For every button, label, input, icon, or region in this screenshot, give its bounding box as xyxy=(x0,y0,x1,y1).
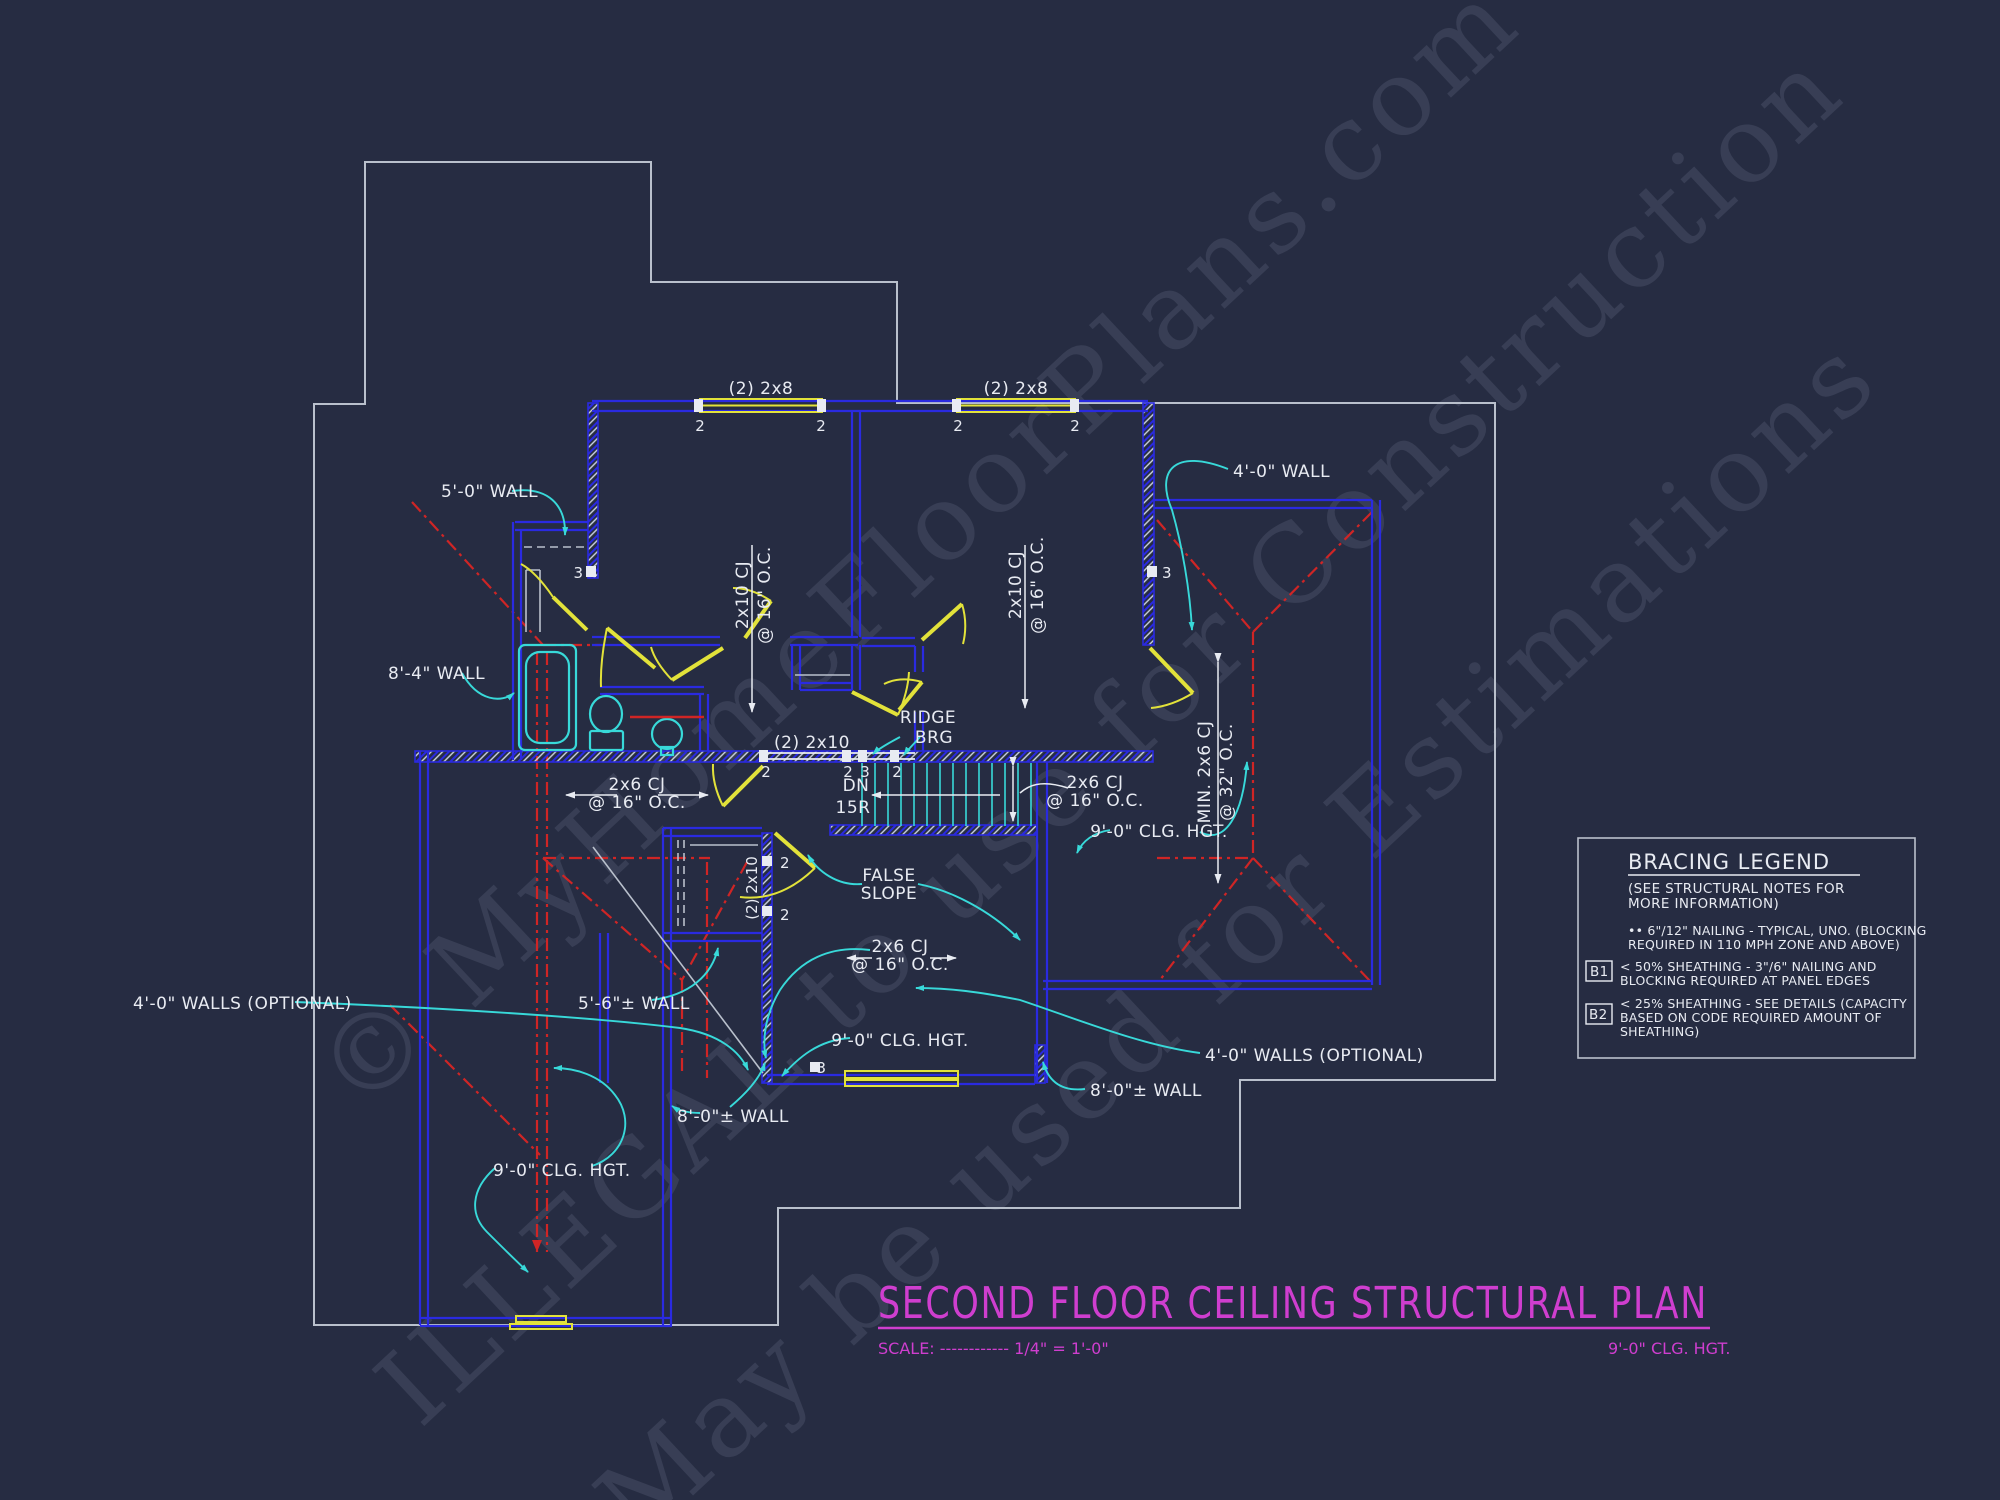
marker-3: 3 xyxy=(816,1059,826,1077)
label-joist-2x10: 2x10 CJ xyxy=(1006,551,1026,619)
label-wall-8-0: 8'-0"± WALL xyxy=(1090,1081,1202,1101)
label-joist-2x6-oc: @ 16" O.C. xyxy=(1046,791,1144,811)
label-wall-4-0: 4'-0" WALL xyxy=(1233,462,1330,482)
label-clg-hgt: 9'-0" CLG. HGT. xyxy=(493,1161,631,1181)
label-wall-5-6: 5'-6"± WALL xyxy=(578,994,690,1014)
bracing-legend: BRACING LEGEND (SEE STRUCTURAL NOTES FOR… xyxy=(1577,837,1927,1059)
toilet xyxy=(588,694,624,734)
legend-typical-nailing: REQUIRED IN 110 MPH ZONE AND ABOVE) xyxy=(1628,937,1900,952)
legend-b1-text: < 50% SHEATHING - 3"/6" NAILING AND xyxy=(1620,959,1877,974)
marker-2: 2 xyxy=(695,417,705,435)
label-clg-hgt: 9'-0" CLG. HGT. xyxy=(1090,822,1228,842)
label-wall-8-0: 8'-0"± WALL xyxy=(677,1107,789,1127)
legend-title: BRACING LEGEND xyxy=(1628,850,1830,874)
dimension-arrows xyxy=(565,545,1222,962)
watermark-illegal-notice: ILLEGAL to use for Construction xyxy=(353,25,1867,1448)
shear-markers: 3 3 2 2 3 2 2 2 2 2 2 3 2 xyxy=(573,417,1171,1077)
label-joist-2x6: 2x6 CJ xyxy=(872,937,929,957)
marker-2: 2 xyxy=(780,854,790,872)
annotation-labels: 5'-0" WALL 8'-4" WALL 4'-0" WALL (2) 2x8… xyxy=(133,379,1424,1181)
marker-2: 2 xyxy=(761,763,771,781)
label-ridge-brg: RIDGE xyxy=(900,708,956,728)
label-stair-dn: DN xyxy=(843,776,870,796)
building-outline xyxy=(313,161,1496,1326)
label-min-joist-oc: @ 32" O.C. xyxy=(1217,723,1237,821)
marker-2: 2 xyxy=(816,417,826,435)
label-joist-2x6: 2x6 CJ xyxy=(609,775,666,795)
legend-b2-tag: B2 xyxy=(1589,1007,1608,1023)
flush-beam-2x10 xyxy=(759,750,915,762)
title-block: SECOND FLOOR CEILING STRUCTURAL PLAN SCA… xyxy=(878,1278,1730,1358)
label-clg-hgt: 9'-0" CLG. HGT. xyxy=(831,1031,969,1051)
closet-detail-lines xyxy=(524,546,850,1074)
sheet-title: SECOND FLOOR CEILING STRUCTURAL PLAN xyxy=(878,1278,1708,1329)
label-header-2x10: (2) 2x10 xyxy=(774,733,850,753)
label-header-2x8: (2) 2x8 xyxy=(729,379,794,399)
label-stair-15r: 15R xyxy=(836,798,871,818)
marker-2: 2 xyxy=(843,763,853,781)
legend-b2-text: BASED ON CODE REQUIRED AMOUNT OF xyxy=(1620,1010,1882,1025)
label-wall-8-4: 8'-4" WALL xyxy=(388,664,485,684)
header-end-markers xyxy=(694,399,1079,412)
label-false-slope: FALSE xyxy=(862,866,915,886)
label-wall-5-0: 5'-0" WALL xyxy=(441,482,538,502)
label-false-slope: SLOPE xyxy=(861,884,918,904)
interior-walls xyxy=(418,399,1382,1328)
marker-3: 3 xyxy=(860,763,870,781)
label-min-joist: MIN. 2x6 CJ xyxy=(1195,721,1215,824)
marker-2: 2 xyxy=(953,417,963,435)
label-joist-2x10-oc: @ 16" O.C. xyxy=(755,546,775,644)
label-joist-2x6-oc: @ 16" O.C. xyxy=(851,955,949,975)
marker-3: 3 xyxy=(573,564,583,582)
sink xyxy=(650,717,684,751)
legend-b2-text: SHEATHING) xyxy=(1620,1024,1699,1039)
bath-fixtures xyxy=(517,643,684,757)
marker-2: 2 xyxy=(1070,417,1080,435)
marker-2: 2 xyxy=(780,906,790,924)
label-header-2x8: (2) 2x8 xyxy=(984,379,1049,399)
label-ridge-brg: BRG xyxy=(915,728,953,748)
legend-typical-nailing: •• 6"/12" NAILING - TYPICAL, UNO. (BLOCK… xyxy=(1628,923,1927,938)
sheet-ceiling-height: 9'-0" CLG. HGT. xyxy=(1608,1339,1730,1358)
bathtub xyxy=(517,643,578,752)
legend-subtitle: MORE INFORMATION) xyxy=(1628,896,1779,912)
legend-b2-text: < 25% SHEATHING - SEE DETAILS (CAPACITY xyxy=(1620,996,1907,1011)
marker-3: 3 xyxy=(1162,564,1172,582)
label-joist-2x6: 2x6 CJ xyxy=(1067,773,1124,793)
label-joist-2x10: 2x10 CJ xyxy=(733,561,753,629)
sheet-scale: SCALE: ------------ 1/4" = 1'-0" xyxy=(878,1339,1109,1358)
label-walls-4-0-optional: 4'-0" WALLS (OPTIONAL) xyxy=(133,994,352,1014)
legend-b1-text: BLOCKING REQUIRED AT PANEL EDGES xyxy=(1620,973,1870,988)
leader-lines xyxy=(294,459,1250,1273)
hip-arrowhead xyxy=(532,1240,542,1252)
marker-2: 2 xyxy=(892,763,902,781)
label-joist-2x10-oc: @ 16" O.C. xyxy=(1028,536,1048,634)
label-walls-4-0-optional: 4'-0" WALLS (OPTIONAL) xyxy=(1205,1046,1424,1066)
label-joist-2x6-oc: @ 16" O.C. xyxy=(588,793,686,813)
legend-b1-tag: B1 xyxy=(1590,964,1609,980)
legend-subtitle: (SEE STRUCTURAL NOTES FOR xyxy=(1628,881,1845,897)
label-door-header-2x10: (2) 2x10 xyxy=(743,856,761,920)
staircase xyxy=(861,763,1032,826)
